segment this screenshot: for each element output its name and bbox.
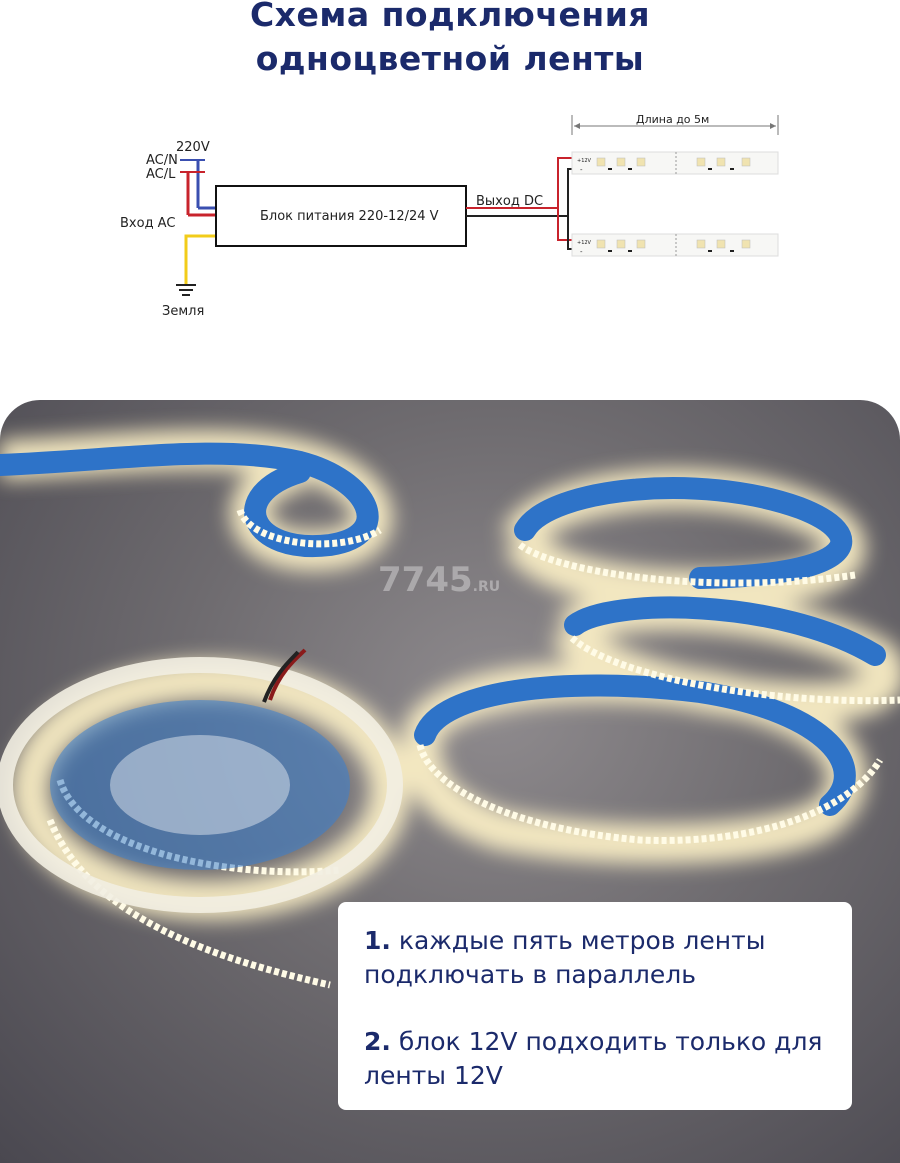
title-line-2: одноцветной ленты xyxy=(255,39,645,78)
led-strip-1 xyxy=(571,151,779,175)
input-ac-label: Вход AC xyxy=(120,216,175,231)
watermark: 7745.RU xyxy=(378,560,501,600)
output-dc-label: Выход DC xyxy=(476,194,543,209)
note-2-text: блок 12V подходить только для ленты 12V xyxy=(364,1027,823,1090)
title-line-1: Схема подключения xyxy=(249,0,651,34)
ac-n-label: AC/N xyxy=(146,153,178,168)
note-1-text: каждые пять метров ленты подключать в па… xyxy=(364,926,766,989)
length-label: Длина до 5м xyxy=(636,113,709,126)
ground-symbol xyxy=(176,284,196,296)
strip-reel xyxy=(0,648,403,913)
note-1-number: 1. xyxy=(364,926,391,955)
voltage-label: 220V xyxy=(176,140,210,155)
wiring-diagram: 220V AC/N AC/L Вход AC Земля Блок питани… xyxy=(0,80,900,340)
note-2-number: 2. xyxy=(364,1027,391,1056)
led-strip-2 xyxy=(571,233,779,257)
strip-2-minus-label: - xyxy=(580,248,583,256)
ground-label: Земля xyxy=(162,304,204,319)
note-2: 2. блок 12V подходить только для ленты 1… xyxy=(364,1025,834,1093)
psu-label: Блок питания 220-12/24 V xyxy=(260,209,439,224)
power-supply-box xyxy=(215,185,467,247)
strip-1-plus-label: +12V xyxy=(577,158,592,164)
strip-2-plus-label: +12V xyxy=(577,240,592,246)
strip-1-minus-label: - xyxy=(580,166,583,174)
ac-l-label: AC/L xyxy=(146,167,176,182)
note-1: 1. каждые пять метров ленты подключать в… xyxy=(364,924,834,992)
info-card: 1. каждые пять метров ленты подключать в… xyxy=(338,902,852,1110)
